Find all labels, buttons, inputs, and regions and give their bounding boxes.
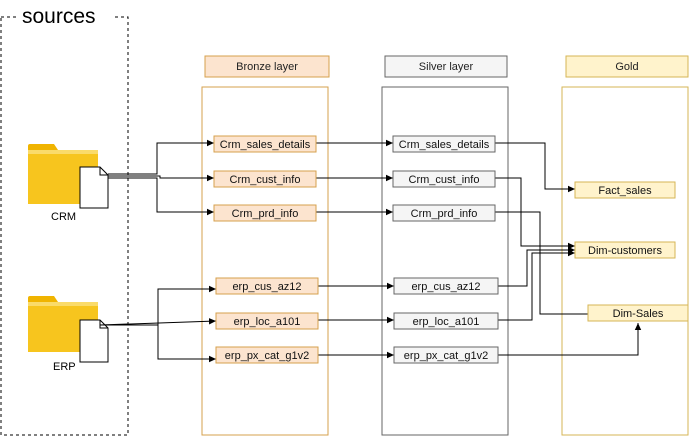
sources-title: sources — [22, 5, 96, 28]
silver-node-box[interactable] — [393, 277, 499, 295]
silver-header: Silver layer — [419, 61, 474, 73]
erp-label: ERP — [53, 361, 76, 373]
bronze-header-box — [204, 55, 330, 78]
bronze-node-label: erp_loc_a101 — [234, 316, 301, 328]
gold-node-label: Dim-customers — [588, 245, 662, 257]
silver-node-label: erp_cus_az12 — [411, 281, 480, 293]
silver-node-label: Crm_prd_info — [411, 208, 478, 220]
bronze-node-box[interactable] — [213, 204, 317, 222]
silver-node-label: Crm_cust_info — [409, 174, 480, 186]
silver-node-label: Crm_sales_details — [399, 139, 490, 151]
bronze-layer-container — [201, 86, 329, 436]
bronze-node-label: erp_cus_az12 — [232, 281, 301, 293]
gold-header: Gold — [615, 61, 638, 73]
gold-node-label: Fact_sales — [598, 185, 652, 197]
connectors — [99, 139, 642, 363]
gold-header-box — [565, 55, 689, 78]
gold-node-label: Dim-Sales — [613, 308, 664, 320]
bronze-header: Bronze layer — [236, 61, 298, 73]
sources-container — [0, 16, 129, 436]
gold-layer-container — [561, 86, 689, 436]
silver-node-box[interactable] — [393, 346, 499, 364]
bronze-node-box[interactable] — [215, 346, 319, 364]
bronze-node-box[interactable] — [215, 277, 319, 295]
silver-header-box — [384, 55, 508, 78]
erp-folder-icon — [28, 296, 109, 363]
silver-node-label: erp_loc_a101 — [413, 316, 480, 328]
silver-node-box[interactable] — [392, 204, 496, 222]
silver-layer-container — [381, 86, 509, 436]
bronze-node-label: Crm_cust_info — [230, 174, 301, 186]
bronze-node-box[interactable] — [213, 170, 317, 188]
gold-nodes: Fact_sales Dim-customers Dim-Sales — [574, 181, 689, 322]
bronze-node-box[interactable] — [213, 135, 317, 153]
crm-folder-icon — [28, 144, 109, 209]
bronze-node-label: erp_px_cat_g1v2 — [225, 350, 309, 362]
bronze-node-label: Crm_sales_details — [220, 139, 311, 151]
bronze-node-label: Crm_prd_info — [232, 208, 299, 220]
silver-node-box[interactable] — [392, 135, 496, 153]
gold-node-box[interactable] — [587, 304, 689, 322]
silver-node-box[interactable] — [392, 170, 496, 188]
crm-label: CRM — [51, 211, 76, 223]
gold-node-box[interactable] — [574, 241, 676, 259]
bronze-nodes: Crm_sales_details Crm_cust_info Crm_prd_… — [213, 135, 319, 364]
silver-node-label: erp_px_cat_g1v2 — [404, 350, 488, 362]
bronze-node-box[interactable] — [215, 312, 319, 330]
gold-node-box[interactable] — [574, 181, 676, 199]
silver-nodes: Crm_sales_details Crm_cust_info Crm_prd_… — [392, 135, 499, 364]
silver-node-box[interactable] — [393, 312, 499, 330]
